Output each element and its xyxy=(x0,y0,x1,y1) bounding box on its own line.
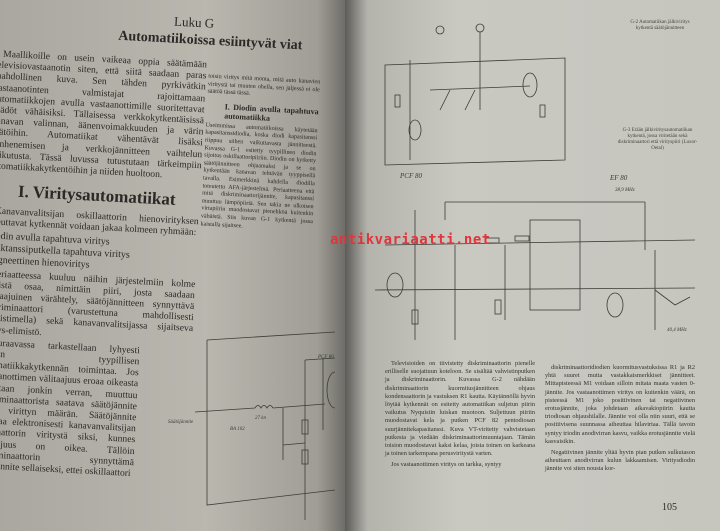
frequency-label-2: 40,4 MHz xyxy=(667,328,687,333)
paragraph: Negatiivinen jännite yltää hyvin pian pu… xyxy=(545,449,695,473)
left-page-content: Luku G Automatiikoissa esiintyvät viat M… xyxy=(0,0,330,479)
paragraph: Useimmissa automatiikoissa käytetään kap… xyxy=(200,122,318,230)
left-page: Luku G Automatiikoissa esiintyvät viat M… xyxy=(0,0,345,531)
paragraph: Jos vastaanottimen viritys on tarkka, sy… xyxy=(391,461,502,469)
paragraph: diskriminaattoridiodien kuormitusvastuks… xyxy=(545,364,695,445)
paragraph: Seuraavassa tarkastellaan lyhyesti näide… xyxy=(0,337,141,480)
right-page: G-2 Automatiikan jälkiviritys kytkentä s… xyxy=(345,0,720,531)
intro-paragraph: Maallikoille on usein vaikeaa oppia säät… xyxy=(0,48,208,181)
circuit-diagram-g3 xyxy=(374,201,696,340)
section-heading: I. Viritysautomatiikat xyxy=(17,181,177,210)
diode-label: BA 102 xyxy=(230,427,245,432)
subsection-heading: I. Diodin avulla tapahtuva automatiikka xyxy=(224,102,319,123)
chapter-label: Luku G xyxy=(173,13,215,31)
paragraph: toisin viritys mitä monta, mitä auto kan… xyxy=(207,73,321,97)
text-column-right: diskriminaattoridiodien kuormitusvastuks… xyxy=(545,364,695,477)
circuit-diagram-g1 xyxy=(195,331,335,520)
page-number: 105 xyxy=(662,502,677,513)
watermark: antikvariaatti.net xyxy=(330,232,491,248)
input-label: Säätöjännite xyxy=(168,420,194,425)
text-column-left: Televisioiden on tiivistetty diskriminaa… xyxy=(385,360,535,473)
left-column: Maallikoille on usein vaikeaa oppia säät… xyxy=(0,48,207,484)
tube-label-ef80: EF 80 xyxy=(610,174,628,182)
tube-label-pcf80: PCF 80 xyxy=(400,172,422,180)
figure-caption-g3: G-3 Erään jälkiviritysautomatiikan kytke… xyxy=(617,128,698,151)
right-column: toisin viritys mitä monta, mitä auto kan… xyxy=(200,74,320,235)
paragraph: Televisioiden on tiivistetty diskriminaa… xyxy=(385,360,535,458)
circuit-diagram-g2 xyxy=(384,23,566,166)
tube-label: PCF 80 xyxy=(318,355,334,360)
paragraph: Periaatteessa kuuluu näihin järjestelmii… xyxy=(0,268,196,338)
chapter-title: Automatiikoissa esiintyvät viat xyxy=(117,28,303,54)
inductor-label: 27 kn xyxy=(255,416,266,421)
figure-caption-g2: G-2 Automatiikan jälkiviritys kytkentä s… xyxy=(630,20,690,31)
frequency-label: 38,9 MHz xyxy=(615,188,635,193)
